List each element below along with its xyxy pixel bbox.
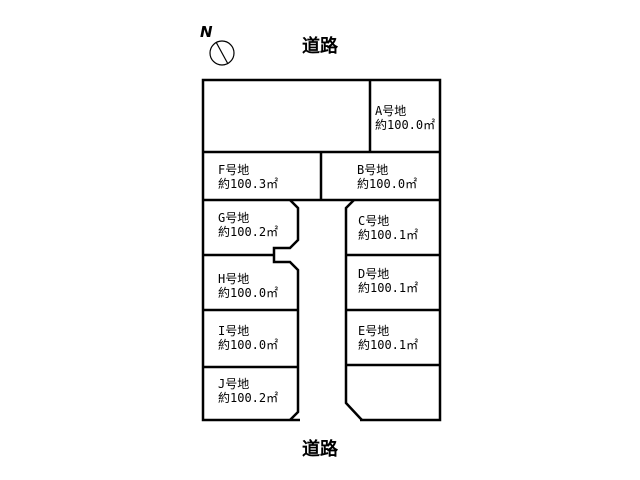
- lot-area: 約100.0㎡: [375, 117, 435, 132]
- lot-area: 約100.1㎡: [358, 337, 418, 352]
- lot-area: 約100.1㎡: [358, 227, 418, 242]
- lot-f-label[interactable]: F号地 約100.3㎡: [218, 163, 278, 191]
- lot-area: 約100.2㎡: [218, 224, 278, 239]
- lot-area: 約100.0㎡: [218, 337, 278, 352]
- lot-a-label[interactable]: A号地 約100.0㎡: [375, 104, 435, 132]
- lot-name: E号地: [358, 324, 389, 338]
- north-label: N: [200, 23, 213, 41]
- lot-name: I号地: [218, 324, 249, 338]
- north-compass: N: [200, 23, 235, 66]
- road-label-bottom: 道路: [302, 438, 339, 460]
- lot-h-label[interactable]: H号地 約100.0㎡: [218, 272, 278, 300]
- lot-g-label[interactable]: G号地 約100.2㎡: [218, 211, 278, 239]
- lot-name: F号地: [218, 163, 249, 177]
- lot-e-label[interactable]: E号地 約100.1㎡: [358, 324, 418, 352]
- lot-c-label[interactable]: C号地 約100.1㎡: [358, 214, 418, 242]
- site-boundary: [201, 78, 442, 422]
- lot-name: B号地: [357, 163, 388, 177]
- lot-name: D号地: [358, 267, 389, 281]
- compass-circle: [209, 40, 235, 66]
- lot-i-label[interactable]: I号地 約100.0㎡: [218, 324, 278, 352]
- right-column-edge: [344, 199, 363, 421]
- lot-j-label[interactable]: J号地 約100.2㎡: [218, 377, 278, 405]
- road-label-top: 道路: [302, 35, 339, 57]
- lot-area: 約100.2㎡: [218, 390, 278, 405]
- lot-name: A号地: [375, 104, 406, 118]
- lot-area: 約100.0㎡: [218, 285, 278, 300]
- lot-name: G号地: [218, 211, 249, 225]
- lot-area: 約100.3㎡: [218, 176, 278, 191]
- lot-b-label[interactable]: B号地 約100.0㎡: [357, 163, 417, 191]
- lot-name: C号地: [358, 214, 389, 228]
- compass-needle: [215, 41, 229, 65]
- lot-area: 約100.1㎡: [358, 280, 418, 295]
- lot-area: 約100.0㎡: [357, 176, 417, 191]
- lot-name: H号地: [218, 272, 249, 286]
- lot-d-label[interactable]: D号地 約100.1㎡: [358, 267, 418, 295]
- lot-name: J号地: [218, 377, 249, 391]
